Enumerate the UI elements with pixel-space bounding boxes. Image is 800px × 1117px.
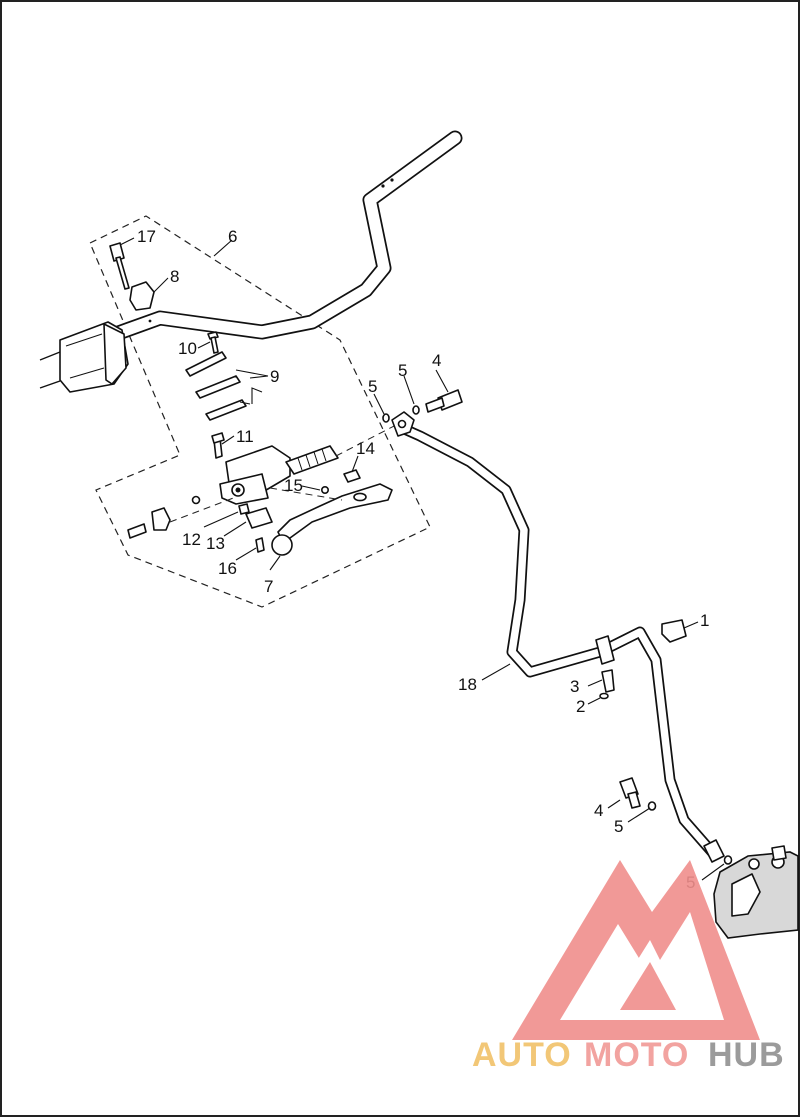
leader-lines	[119, 237, 725, 881]
banjo-bolt	[425, 389, 463, 413]
callout-4-upper: 4	[432, 351, 441, 370]
watermark-auto: AUTO	[472, 1036, 572, 1074]
callout-18: 18	[458, 675, 477, 694]
cover-screw	[207, 331, 219, 354]
caliper-banjo-bolt	[619, 777, 641, 809]
callout-7: 7	[264, 577, 273, 596]
callout-8: 8	[170, 267, 179, 286]
automotohub-watermark: AUTO MOTO HUB	[472, 860, 785, 1074]
master-cylinder	[211, 432, 339, 505]
reservoir-cover-parts	[185, 351, 247, 421]
callout-9: 9	[270, 367, 279, 386]
switch-housing	[59, 321, 129, 393]
pivot-pin	[238, 503, 250, 515]
o-ring	[320, 485, 329, 494]
callout-12: 12	[182, 530, 201, 549]
brake-lever	[271, 483, 393, 556]
callout-11: 11	[236, 427, 254, 446]
sealing-washer	[382, 413, 390, 423]
callout-15: 15	[284, 476, 303, 495]
sealing-washer	[412, 405, 420, 415]
callout-16: 16	[218, 559, 237, 578]
centerline	[169, 496, 237, 523]
callout-5-upper-left: 5	[368, 377, 377, 396]
callout-6: 6	[228, 227, 237, 246]
callout-2: 2	[576, 697, 585, 716]
clamp-screw	[109, 242, 130, 290]
caliper-washer	[647, 801, 657, 811]
caliper-washer	[723, 855, 733, 865]
callout-5-lower-left: 5	[614, 817, 623, 836]
callout-14: 14	[356, 439, 375, 458]
handlebar-clamp	[129, 281, 155, 311]
centerline	[269, 487, 343, 501]
brake-hose	[391, 411, 725, 863]
brake-caliper	[713, 845, 799, 939]
clip-washer	[599, 692, 609, 700]
pivot-bolt	[127, 507, 171, 539]
callout-17: 17	[137, 227, 156, 246]
watermark-triangle	[512, 860, 760, 1040]
callout-3: 3	[570, 677, 579, 696]
lever-washer	[191, 495, 201, 505]
callout-13: 13	[206, 534, 225, 553]
clip-screw	[601, 669, 615, 693]
brake-switch	[245, 507, 273, 529]
switch-screw	[255, 537, 265, 553]
callout-4-lower: 4	[594, 801, 603, 820]
callout-5-upper-right: 5	[398, 361, 407, 380]
watermark-hub: HUB	[708, 1036, 785, 1074]
watermark-moto: MOTO	[584, 1036, 689, 1074]
handlebar	[39, 130, 463, 389]
callout-1: 1	[700, 611, 709, 630]
callout-10: 10	[178, 339, 197, 358]
hose-clip	[661, 619, 687, 643]
master-cylinder-group-outline	[89, 215, 431, 608]
